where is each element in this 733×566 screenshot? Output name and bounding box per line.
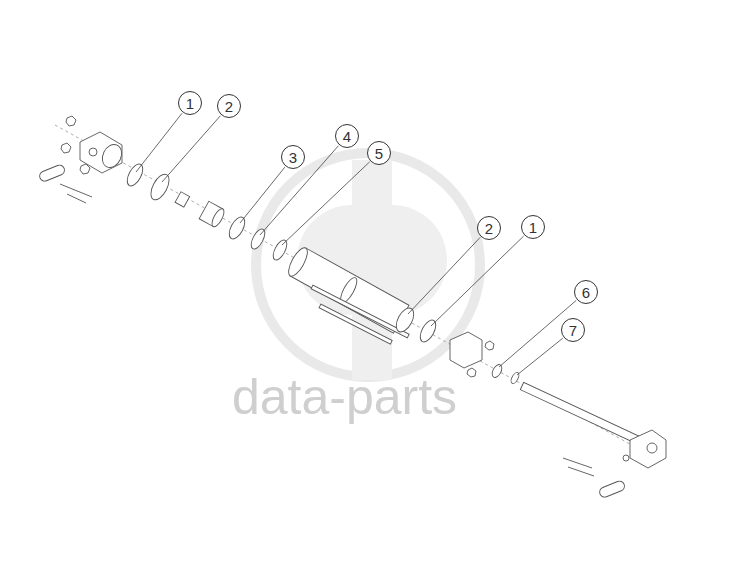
callout-circle: 5 <box>367 141 391 165</box>
callout-number: 1 <box>186 96 194 111</box>
callout-circle: 1 <box>178 91 202 115</box>
callout-number: 1 <box>529 220 537 235</box>
leader-line <box>517 338 563 375</box>
callout-number: 5 <box>375 146 383 161</box>
callout-circle: 1 <box>521 215 545 239</box>
leader-line <box>162 116 220 182</box>
callout-circle: 7 <box>561 318 585 342</box>
leader-line <box>408 237 480 314</box>
watermark-logo <box>256 153 480 380</box>
leader-line <box>431 236 524 326</box>
callout-number: 2 <box>225 99 233 114</box>
callout-circle: 3 <box>281 145 305 169</box>
leader-line <box>260 146 338 235</box>
callout-number: 7 <box>569 323 577 338</box>
callout-circle: 6 <box>574 280 598 304</box>
callout-number: 2 <box>485 221 493 236</box>
callout-number: 3 <box>289 150 297 165</box>
callout-number: 6 <box>582 285 590 300</box>
watermark-text: data-parts <box>232 372 457 422</box>
leader-line <box>282 162 370 245</box>
callout-number: 4 <box>343 129 351 144</box>
leader-line <box>136 113 182 172</box>
callout-circle: 2 <box>217 94 241 118</box>
callout-circle: 4 <box>335 124 359 148</box>
callout-circle: 2 <box>477 216 501 240</box>
